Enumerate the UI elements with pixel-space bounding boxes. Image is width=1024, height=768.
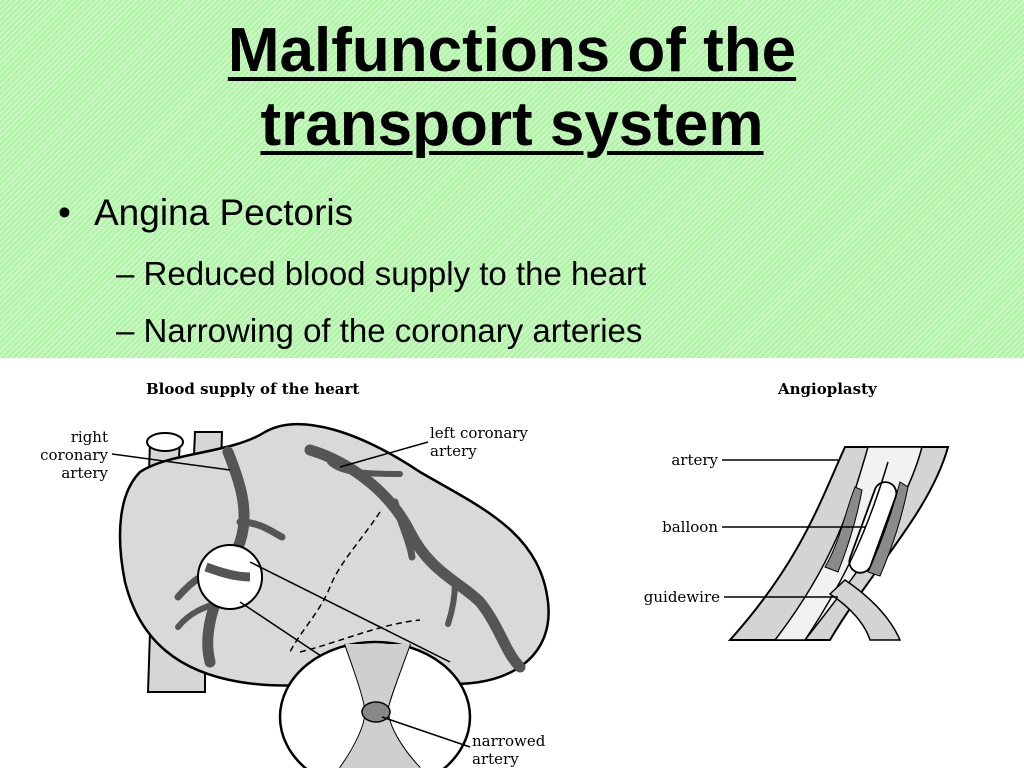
narrowed-pointer [381, 716, 471, 748]
bullet-text: Angina Pectoris [94, 192, 354, 233]
label-right-coronary-1: right [71, 428, 108, 446]
plaque-right [867, 481, 909, 577]
pointer-right-coronary [111, 453, 231, 471]
left-coronary-branch-1 [391, 498, 416, 561]
right-coronary-artery [202, 446, 250, 668]
angioplasty-title: Angioplasty [777, 380, 878, 398]
left-coronary-branch-3 [327, 459, 403, 477]
bullet-angina: • Angina Pectoris [58, 192, 353, 234]
magnifier-line-2 [249, 561, 451, 663]
highlight-artery [204, 562, 251, 582]
label-artery: artery [671, 451, 718, 469]
magnifier-line-1 [239, 601, 331, 663]
title-line-2: transport system [260, 90, 764, 159]
label-left-coronary-1: left coronary [430, 424, 528, 442]
heart-diagram-title: Blood supply of the heart [146, 380, 359, 398]
sub-point-narrowing: – Narrowing of the coronary arteries [116, 312, 643, 349]
label-narrowed-1: narrowed [472, 732, 546, 750]
slide-background [0, 0, 1024, 358]
label-left-coronary-2: artery [430, 442, 477, 460]
guidewire-line [804, 461, 889, 641]
angioplasty-diagram: Angioplasty artery balloon guidewire [644, 380, 950, 641]
plaque-left [824, 486, 863, 573]
bullet-dot: • [58, 192, 71, 233]
pointer-left-coronary [339, 441, 429, 468]
sub-point-reduced-supply: – Reduced blood supply to the heart [116, 255, 647, 292]
left-coronary-branch-2 [445, 579, 458, 627]
left-coronary-artery [304, 444, 526, 673]
aorta-opening [146, 432, 184, 452]
artery-branch [828, 579, 902, 641]
balloon-shape [848, 481, 898, 574]
heart-body [118, 422, 550, 687]
dashed-vessel-1 [289, 511, 381, 653]
label-balloon: balloon [662, 518, 718, 536]
dashed-vessel-2 [299, 619, 421, 653]
right-coronary-branch-1 [236, 518, 286, 541]
label-narrowed-2: artery [472, 750, 519, 768]
label-right-coronary-3: artery [61, 464, 108, 482]
heart-diagram: Blood supply of the heart right coronary… [40, 380, 550, 768]
label-right-coronary-2: coronary [40, 446, 108, 464]
title-line-1: Malfunctions of the [227, 16, 797, 85]
slide-title: Malfunctions of the transport system [0, 14, 1024, 162]
label-guidewire: guidewire [644, 588, 720, 606]
